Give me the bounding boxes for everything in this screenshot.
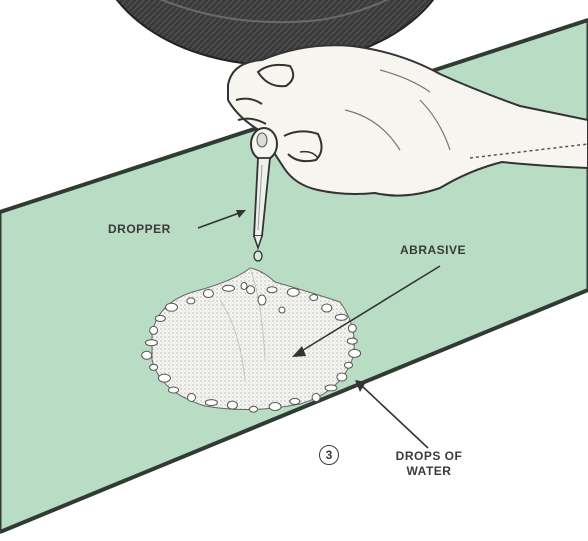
water-droplet [205,400,217,406]
water-droplet [269,403,281,411]
water-droplet [142,351,152,359]
water-droplet [188,394,196,402]
water-droplet [203,290,213,298]
water-droplet [155,315,165,321]
water-droplet [337,373,347,381]
drops-of-water-label: DROPS OF WATER [393,449,465,479]
drops-label-line1: DROPS OF [393,449,465,464]
water-droplet [223,285,235,291]
water-droplet [325,385,337,391]
water-droplet [150,326,158,334]
water-droplet [187,298,195,304]
dropper-label: DROPPER [108,222,171,237]
water-droplet [166,303,178,311]
water-droplet [335,314,347,320]
water-droplet [287,288,299,296]
water-droplet [290,398,300,404]
water-droplet [310,295,318,301]
water-droplet [322,304,332,312]
water-droplet [348,324,356,332]
water-droplet [345,362,353,368]
water-droplet [169,387,179,393]
abrasive-label: ABRASIVE [400,243,466,258]
drops-label-line2: WATER [393,464,465,479]
water-droplet [247,286,255,294]
water-droplet [158,374,170,382]
drops-leader [362,386,428,448]
water-droplet [349,349,361,357]
water-droplet [267,287,277,293]
step-number-badge: 3 [319,445,339,465]
water-droplet [347,338,357,344]
water-droplet [250,406,258,412]
water-droplet [312,394,320,402]
water-drop [254,251,262,261]
water-droplet [227,401,237,409]
water-droplet [145,340,157,346]
water-droplet [150,364,158,370]
